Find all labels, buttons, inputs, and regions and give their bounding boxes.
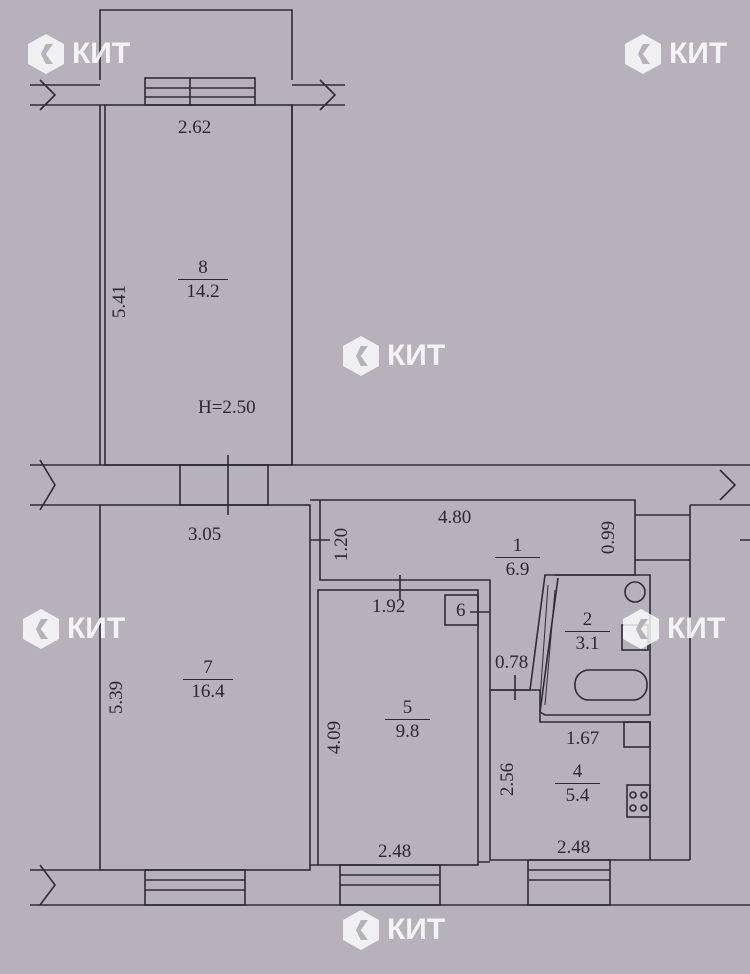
dim-passage: 0.78 (495, 652, 529, 673)
window-top (144, 77, 256, 106)
kit-logo-icon (343, 910, 379, 950)
watermark-logo: КИТ (623, 609, 725, 649)
watermark-logo: КИТ (343, 336, 445, 376)
watermark-text: КИТ (669, 37, 728, 70)
kit-logo-icon (623, 609, 659, 649)
watermark-text: КИТ (72, 37, 131, 70)
room-2-walls (539, 574, 651, 716)
room-area: 5.4 (555, 782, 600, 807)
bottom-wall (30, 859, 750, 906)
watermark-text: КИТ (387, 339, 446, 372)
dim-r4-bottom: 2.48 (557, 837, 591, 858)
dim-r8-length: 5.41 (109, 284, 131, 319)
dim-r4-length: 2.56 (497, 762, 519, 797)
watermark-logo: КИТ (625, 34, 727, 74)
watermark-text: КИТ (67, 612, 126, 645)
dim-r1-right: 0.99 (598, 520, 620, 555)
room-number: 8 (198, 257, 208, 278)
dim-r1-width: 1.20 (331, 527, 353, 562)
dim-r5-length: 4.09 (324, 720, 346, 755)
top-wall (30, 79, 345, 111)
room-number: 2 (582, 609, 593, 630)
kit-logo-icon (28, 34, 64, 74)
balcony (99, 9, 293, 80)
watermark-logo: КИТ (23, 609, 125, 649)
ceiling-height: H=2.50 (198, 397, 256, 418)
room-area: 16.4 (183, 678, 233, 703)
dim-r4-top: 1.67 (566, 728, 600, 749)
right-wall (689, 505, 750, 860)
dim-r5-width: 1.92 (372, 596, 406, 617)
middle-wall (30, 459, 750, 511)
doorway-8-7 (179, 464, 269, 506)
dim-r7-width: 3.05 (188, 524, 222, 545)
window-bottom-1 (144, 869, 246, 906)
kit-logo-icon (23, 609, 59, 649)
watermark-text: КИТ (667, 612, 726, 645)
dim-r8-width: 2.62 (178, 117, 212, 138)
kit-logo-icon (343, 336, 379, 376)
dim-r1-length: 4.80 (438, 507, 472, 528)
watermark-logo: КИТ (343, 910, 445, 950)
room-number: 7 (203, 657, 213, 678)
watermark-text: КИТ (387, 913, 446, 946)
toilet-icon (624, 581, 646, 603)
watermark-logo: КИТ (28, 34, 130, 74)
room-area: 14.2 (178, 278, 228, 303)
dim-r5-bottom: 2.48 (378, 841, 412, 862)
room-area: 6.9 (495, 556, 540, 581)
stove-icon (626, 784, 651, 818)
room-6-walls (444, 594, 479, 626)
room-number: 4 (572, 761, 583, 782)
room-area: 9.8 (385, 718, 430, 743)
window-bottom-3 (527, 859, 611, 906)
room-number: 5 (402, 697, 413, 718)
kit-logo-icon (625, 34, 661, 74)
room-area: 3.1 (565, 630, 610, 655)
bathtub-icon (574, 669, 648, 701)
dim-r7-length: 5.39 (106, 680, 128, 715)
room-6-label: 6 (456, 600, 466, 621)
room-number: 1 (512, 535, 523, 556)
